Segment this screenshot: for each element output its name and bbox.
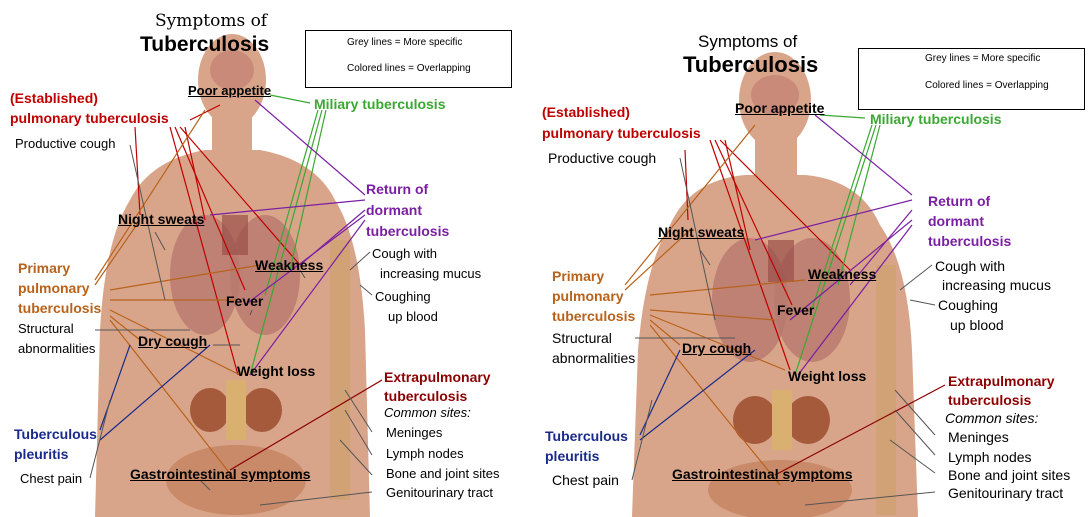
label-genitourinary: Genitourinary tract bbox=[386, 486, 493, 501]
title-line-2: Tuberculosis bbox=[140, 33, 269, 57]
label-primary-2: pulmonary bbox=[552, 288, 624, 304]
label-dry-cough: Dry cough bbox=[682, 340, 751, 356]
label-lymph-nodes: Lymph nodes bbox=[386, 447, 464, 462]
label-cough-mucus-1: Cough with bbox=[372, 247, 437, 262]
label-chest-pain: Chest pain bbox=[552, 472, 619, 488]
label-poor-appetite: Poor appetite bbox=[188, 84, 271, 99]
diagram-panel-left: Grey lines = More specific Colored lines… bbox=[0, 0, 520, 517]
label-night-sweats: Night sweats bbox=[118, 211, 204, 227]
label-return-2: dormant bbox=[366, 202, 422, 218]
label-bone-joint: Bone and joint sites bbox=[386, 467, 499, 482]
label-extra-1: Extrapulmonary bbox=[384, 369, 491, 385]
label-chest-pain: Chest pain bbox=[20, 472, 82, 487]
label-gi-symptoms: Gastrointestinal symptoms bbox=[130, 466, 311, 482]
title-line-1: Symptoms of bbox=[698, 32, 797, 52]
label-miliary: Miliary tuberculosis bbox=[870, 111, 1001, 127]
label-primary-2: pulmonary bbox=[18, 280, 90, 296]
label-cough-mucus-2: increasing mucus bbox=[942, 277, 1051, 293]
label-primary-3: tuberculosis bbox=[18, 300, 101, 316]
label-poor-appetite: Poor appetite bbox=[735, 100, 824, 116]
title-line-1: Symptoms of bbox=[155, 12, 267, 32]
label-structural-1: Structural bbox=[18, 322, 74, 337]
label-miliary: Miliary tuberculosis bbox=[314, 96, 445, 112]
label-weight-loss: Weight loss bbox=[788, 368, 866, 384]
label-genitourinary: Genitourinary tract bbox=[948, 485, 1063, 501]
legend-grey-label: Grey lines = More specific bbox=[347, 37, 462, 48]
label-common-sites: Common sites: bbox=[945, 410, 1038, 426]
label-pleuritis-2: pleuritis bbox=[545, 448, 599, 464]
label-pleuritis-1: Tuberculous bbox=[545, 428, 628, 444]
label-weakness: Weakness bbox=[255, 257, 323, 273]
label-pleuritis-1: Tuberculous bbox=[14, 426, 97, 442]
label-coughing-blood-2: up blood bbox=[950, 317, 1004, 333]
label-dry-cough: Dry cough bbox=[138, 333, 207, 349]
label-return-1: Return of bbox=[366, 181, 428, 197]
label-coughing-blood-1: Coughing bbox=[938, 297, 998, 313]
label-coughing-blood-2: up blood bbox=[388, 310, 438, 325]
label-established-1: (Established) bbox=[10, 90, 98, 106]
label-night-sweats: Night sweats bbox=[658, 224, 744, 240]
legend-grey-label: Grey lines = More specific bbox=[925, 53, 1040, 64]
label-pleuritis-2: pleuritis bbox=[14, 446, 68, 462]
label-structural-1: Structural bbox=[552, 330, 612, 346]
legend-colored-label: Colored lines = Overlapping bbox=[925, 80, 1049, 91]
label-coughing-blood-1: Coughing bbox=[375, 290, 431, 305]
label-extra-2: tuberculosis bbox=[948, 392, 1031, 408]
label-structural-2: abnormalities bbox=[552, 350, 635, 366]
diagram-panel-right: Grey lines = More specific Colored lines… bbox=[540, 0, 1089, 517]
label-extra-1: Extrapulmonary bbox=[948, 373, 1055, 389]
label-primary-1: Primary bbox=[552, 268, 604, 284]
label-return-3: tuberculosis bbox=[366, 223, 449, 239]
label-weakness: Weakness bbox=[808, 266, 876, 282]
label-return-2: dormant bbox=[928, 213, 984, 229]
legend-colored-label: Colored lines = Overlapping bbox=[347, 63, 471, 74]
label-fever: Fever bbox=[226, 293, 263, 309]
label-common-sites: Common sites: bbox=[384, 406, 471, 421]
label-return-1: Return of bbox=[928, 193, 990, 209]
label-primary-1: Primary bbox=[18, 260, 70, 276]
label-weight-loss: Weight loss bbox=[237, 363, 315, 379]
label-extra-2: tuberculosis bbox=[384, 388, 467, 404]
label-lymph-nodes: Lymph nodes bbox=[948, 449, 1032, 465]
label-established-2: pulmonary tuberculosis bbox=[542, 125, 701, 141]
label-structural-2: abnormalities bbox=[18, 342, 95, 357]
label-established-2: pulmonary tuberculosis bbox=[10, 110, 169, 126]
label-return-3: tuberculosis bbox=[928, 233, 1011, 249]
label-cough-mucus-2: increasing mucus bbox=[380, 267, 481, 282]
label-meninges: Meninges bbox=[948, 429, 1009, 445]
label-primary-3: tuberculosis bbox=[552, 308, 635, 324]
label-fever: Fever bbox=[777, 302, 814, 318]
label-cough-mucus-1: Cough with bbox=[935, 258, 1005, 274]
title-line-2: Tuberculosis bbox=[683, 52, 818, 77]
label-established-1: (Established) bbox=[542, 104, 630, 120]
label-bone-joint: Bone and joint sites bbox=[948, 467, 1070, 483]
label-productive-cough: Productive cough bbox=[548, 150, 656, 166]
label-meninges: Meninges bbox=[386, 426, 442, 441]
label-gi-symptoms: Gastrointestinal symptoms bbox=[672, 466, 853, 482]
label-productive-cough: Productive cough bbox=[15, 137, 115, 152]
